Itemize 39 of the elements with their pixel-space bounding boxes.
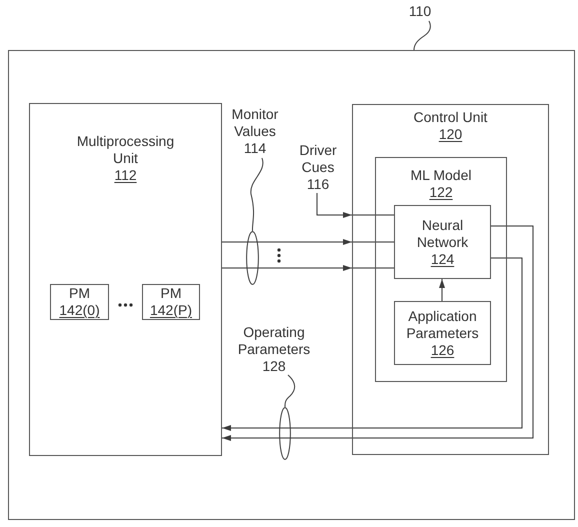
reference-number: 126 (430, 342, 454, 358)
box-label: Multiprocessing Unit (76, 133, 176, 167)
leader-line (414, 20, 431, 50)
callout-label: Driver Cues (298, 142, 338, 176)
control-unit-box (352, 104, 549, 455)
box-label: Control Unit (414, 109, 488, 126)
reference-number: 124 (430, 250, 454, 268)
reference-number: 142(P) (150, 302, 192, 319)
network-box (394, 205, 491, 279)
reference-number: 112 (114, 167, 137, 184)
bundle-ellipse (246, 231, 259, 285)
processing-unit-box (29, 103, 222, 456)
parameters-box (394, 301, 491, 365)
system-box (8, 50, 575, 520)
reference-number: 116 (306, 176, 330, 193)
arrow (439, 278, 445, 302)
box-label: Neural Network (416, 216, 470, 250)
callout-label: Monitor Values (230, 106, 280, 140)
arrow (222, 265, 394, 271)
box-label: ML Model (410, 167, 472, 184)
bundle-ellipse (279, 407, 291, 460)
box-label: PM (69, 285, 90, 302)
box-label: Application Parameters (405, 308, 480, 342)
leader-line (284, 374, 296, 408)
reference-number: 114 (244, 140, 266, 157)
box-label: PM (160, 285, 182, 302)
callout-label: 110 (408, 3, 432, 20)
reference-number: 128 (262, 358, 286, 375)
module-box (50, 284, 109, 320)
leader-line (250, 158, 264, 232)
reference-number: 120 (438, 126, 462, 143)
arrow (222, 226, 534, 441)
reference-number: 122 (429, 184, 453, 201)
model-box (375, 157, 507, 382)
arrow (222, 239, 394, 245)
arrow (316, 192, 394, 218)
reference-number: 142(0) (59, 302, 100, 319)
module-box (142, 284, 200, 320)
callout-label: Operating Parameters (236, 324, 312, 358)
